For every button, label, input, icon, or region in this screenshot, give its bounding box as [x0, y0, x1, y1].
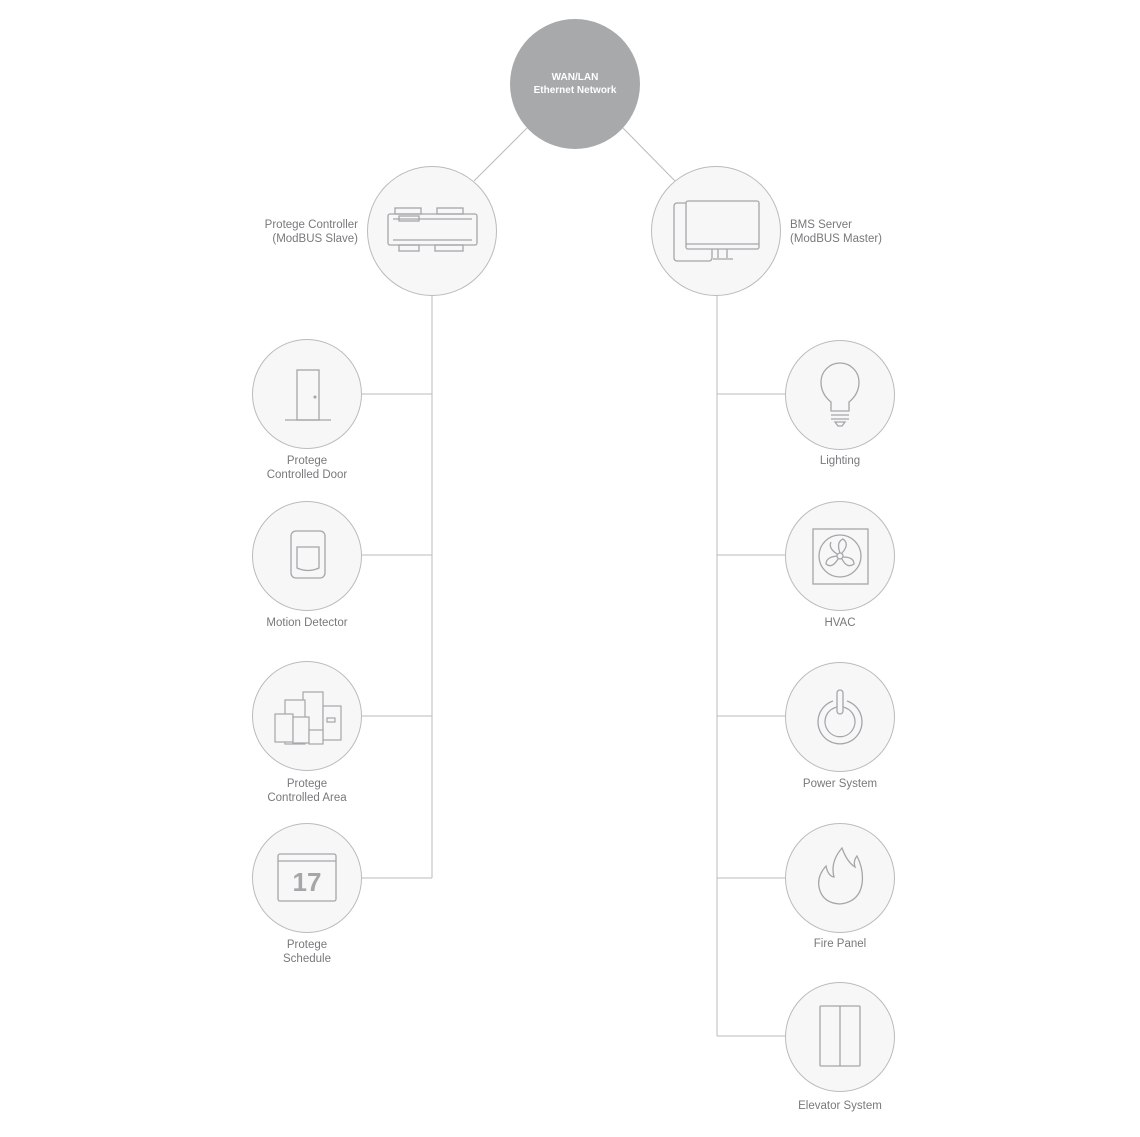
ethernet-network-hub: WAN/LAN Ethernet Network [510, 19, 640, 149]
power-icon [817, 689, 863, 745]
controlled-door-label: Protege Controlled Door [266, 455, 348, 481]
door-icon [285, 369, 331, 421]
controlled-area-node [252, 661, 362, 771]
controller-label: Protege Controller (ModBUS Slave) [264, 219, 358, 245]
elevator-system-node [785, 982, 895, 1092]
fire-panel-label: Fire Panel [813, 938, 867, 950]
motion-sensor-icon [290, 530, 326, 579]
lighting-label: Lighting [819, 455, 861, 467]
elevator-door-icon [819, 1005, 861, 1067]
fan-icon [812, 528, 869, 585]
protege-controller-node [367, 166, 497, 296]
controlled-area-label: Protege Controlled Area [267, 778, 347, 804]
bms-server-node [651, 166, 781, 296]
calendar-icon: 17 [277, 853, 337, 902]
hub-label-line2: Ethernet Network [533, 85, 617, 96]
hvac-label: HVAC [824, 617, 856, 629]
motion-detector-node [252, 501, 362, 611]
fire-panel-node [785, 823, 895, 933]
hvac-node [785, 501, 895, 611]
calendar-day: 17 [293, 867, 322, 897]
motion-detector-label: Motion Detector [266, 617, 348, 629]
hub-to-controller-line [473, 127, 528, 182]
lighting-node [785, 340, 895, 450]
flame-icon [818, 846, 864, 905]
monitor-icon [673, 200, 760, 262]
schedule-label: Protege Schedule [283, 939, 331, 965]
power-system-label: Power System [802, 778, 878, 790]
power-system-node [785, 662, 895, 772]
elevator-system-label: Elevator System [798, 1100, 882, 1112]
hub-to-server-line [622, 127, 676, 182]
controlled-door-node [252, 339, 362, 449]
hub-label-line1: WAN/LAN [551, 72, 599, 83]
controller-module-icon [387, 207, 478, 252]
schedule-node: 17 [252, 823, 362, 933]
buildings-icon [274, 691, 342, 745]
bms-server-label: BMS Server (ModBUS Master) [790, 219, 883, 245]
light-bulb-icon [820, 362, 860, 427]
